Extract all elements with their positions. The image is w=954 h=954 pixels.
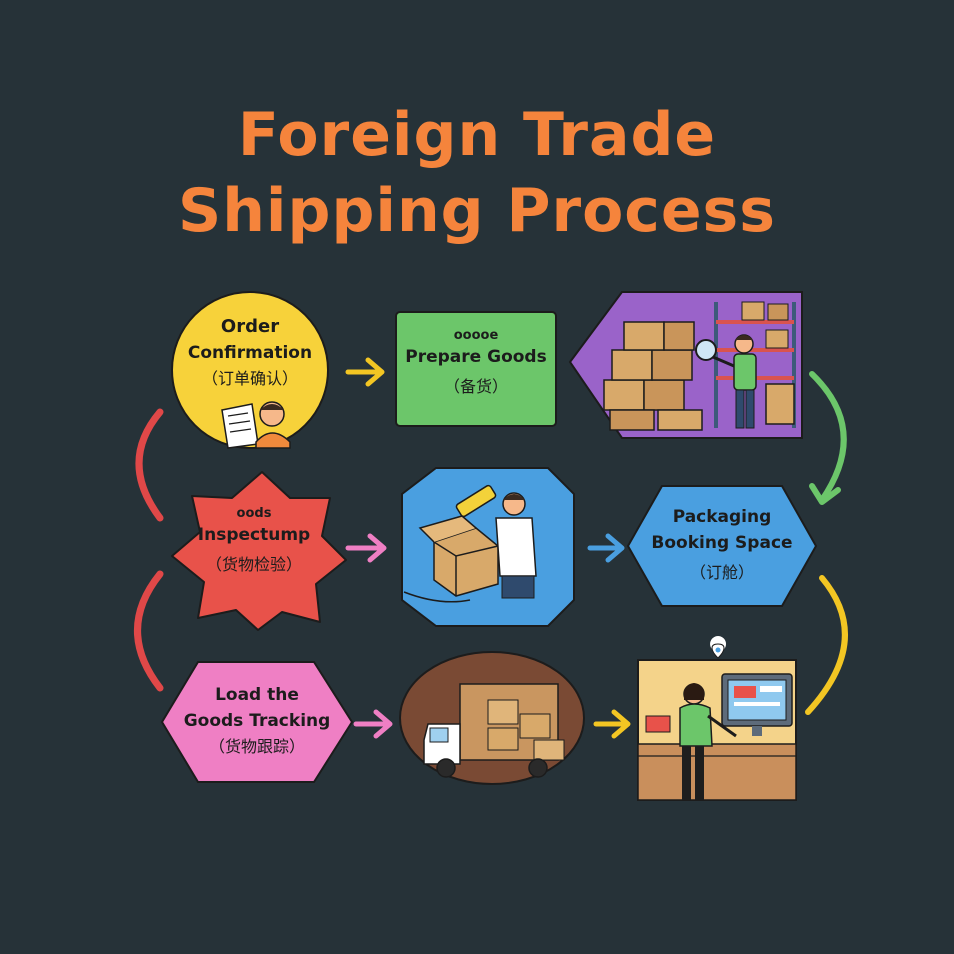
order-label-zh: （订单确认） xyxy=(201,369,298,388)
arc-red-top xyxy=(135,408,164,522)
arrow-truck-to-tracking xyxy=(593,709,631,739)
booking-label-zh: （订舱） xyxy=(689,563,754,582)
truck-icon xyxy=(423,683,565,778)
booking-label: Packaging Booking Space （订舱） xyxy=(634,504,810,586)
prepare-label: ooooe Prepare Goods （备货） xyxy=(396,328,556,400)
location-pin-icon xyxy=(710,636,727,659)
booking-hexagon xyxy=(626,485,818,607)
load-label-zh: （货物跟踪） xyxy=(208,737,305,756)
arrow-inspection-to-packing xyxy=(345,533,387,563)
load-label-line1: Load the xyxy=(215,685,299,705)
arrow-load-to-truck xyxy=(353,709,393,739)
booking-label-line1: Packaging xyxy=(672,507,772,527)
inspection-label-en: Inspectump xyxy=(197,525,311,545)
document-person-icon xyxy=(221,401,291,449)
inspection-label-zh: （货物检验） xyxy=(205,555,302,574)
inspection-tag: oods xyxy=(236,506,272,521)
prepare-label-en: Prepare Goods xyxy=(405,347,547,367)
inspection-label: oods Inspectump （货物检验） xyxy=(176,506,332,578)
arc-green-head xyxy=(809,483,841,505)
order-label-line2: Confirmation xyxy=(187,343,313,363)
warehouse-inspector-icon xyxy=(603,301,796,431)
prepare-rect xyxy=(395,311,557,427)
prepare-tag: ooooe xyxy=(453,328,499,343)
arc-red-bottom xyxy=(134,570,164,692)
order-circle xyxy=(171,291,329,449)
arc-yellow-right xyxy=(805,575,848,715)
packing-box-icon xyxy=(403,484,537,603)
order-label: Order Confirmation （订单确认） xyxy=(172,314,328,392)
arrow-packing-to-booking xyxy=(587,533,625,563)
title-line-1: Foreign Trade xyxy=(237,100,717,170)
order-label-line1: Order xyxy=(220,316,280,337)
load-label-line2: Goods Tracking xyxy=(183,711,331,731)
load-label: Load the Goods Tracking （货物跟踪） xyxy=(164,682,350,760)
load-hexagon xyxy=(160,661,354,783)
prepare-label-zh: （备货） xyxy=(443,377,508,396)
tracking-computer-icon xyxy=(637,673,797,801)
inspection-badge xyxy=(171,471,347,631)
title-line-2: Shipping Process xyxy=(178,176,776,246)
booking-label-line2: Booking Space xyxy=(651,533,793,553)
arrow-order-to-prepare xyxy=(345,357,385,387)
arc-green-right xyxy=(809,371,847,503)
